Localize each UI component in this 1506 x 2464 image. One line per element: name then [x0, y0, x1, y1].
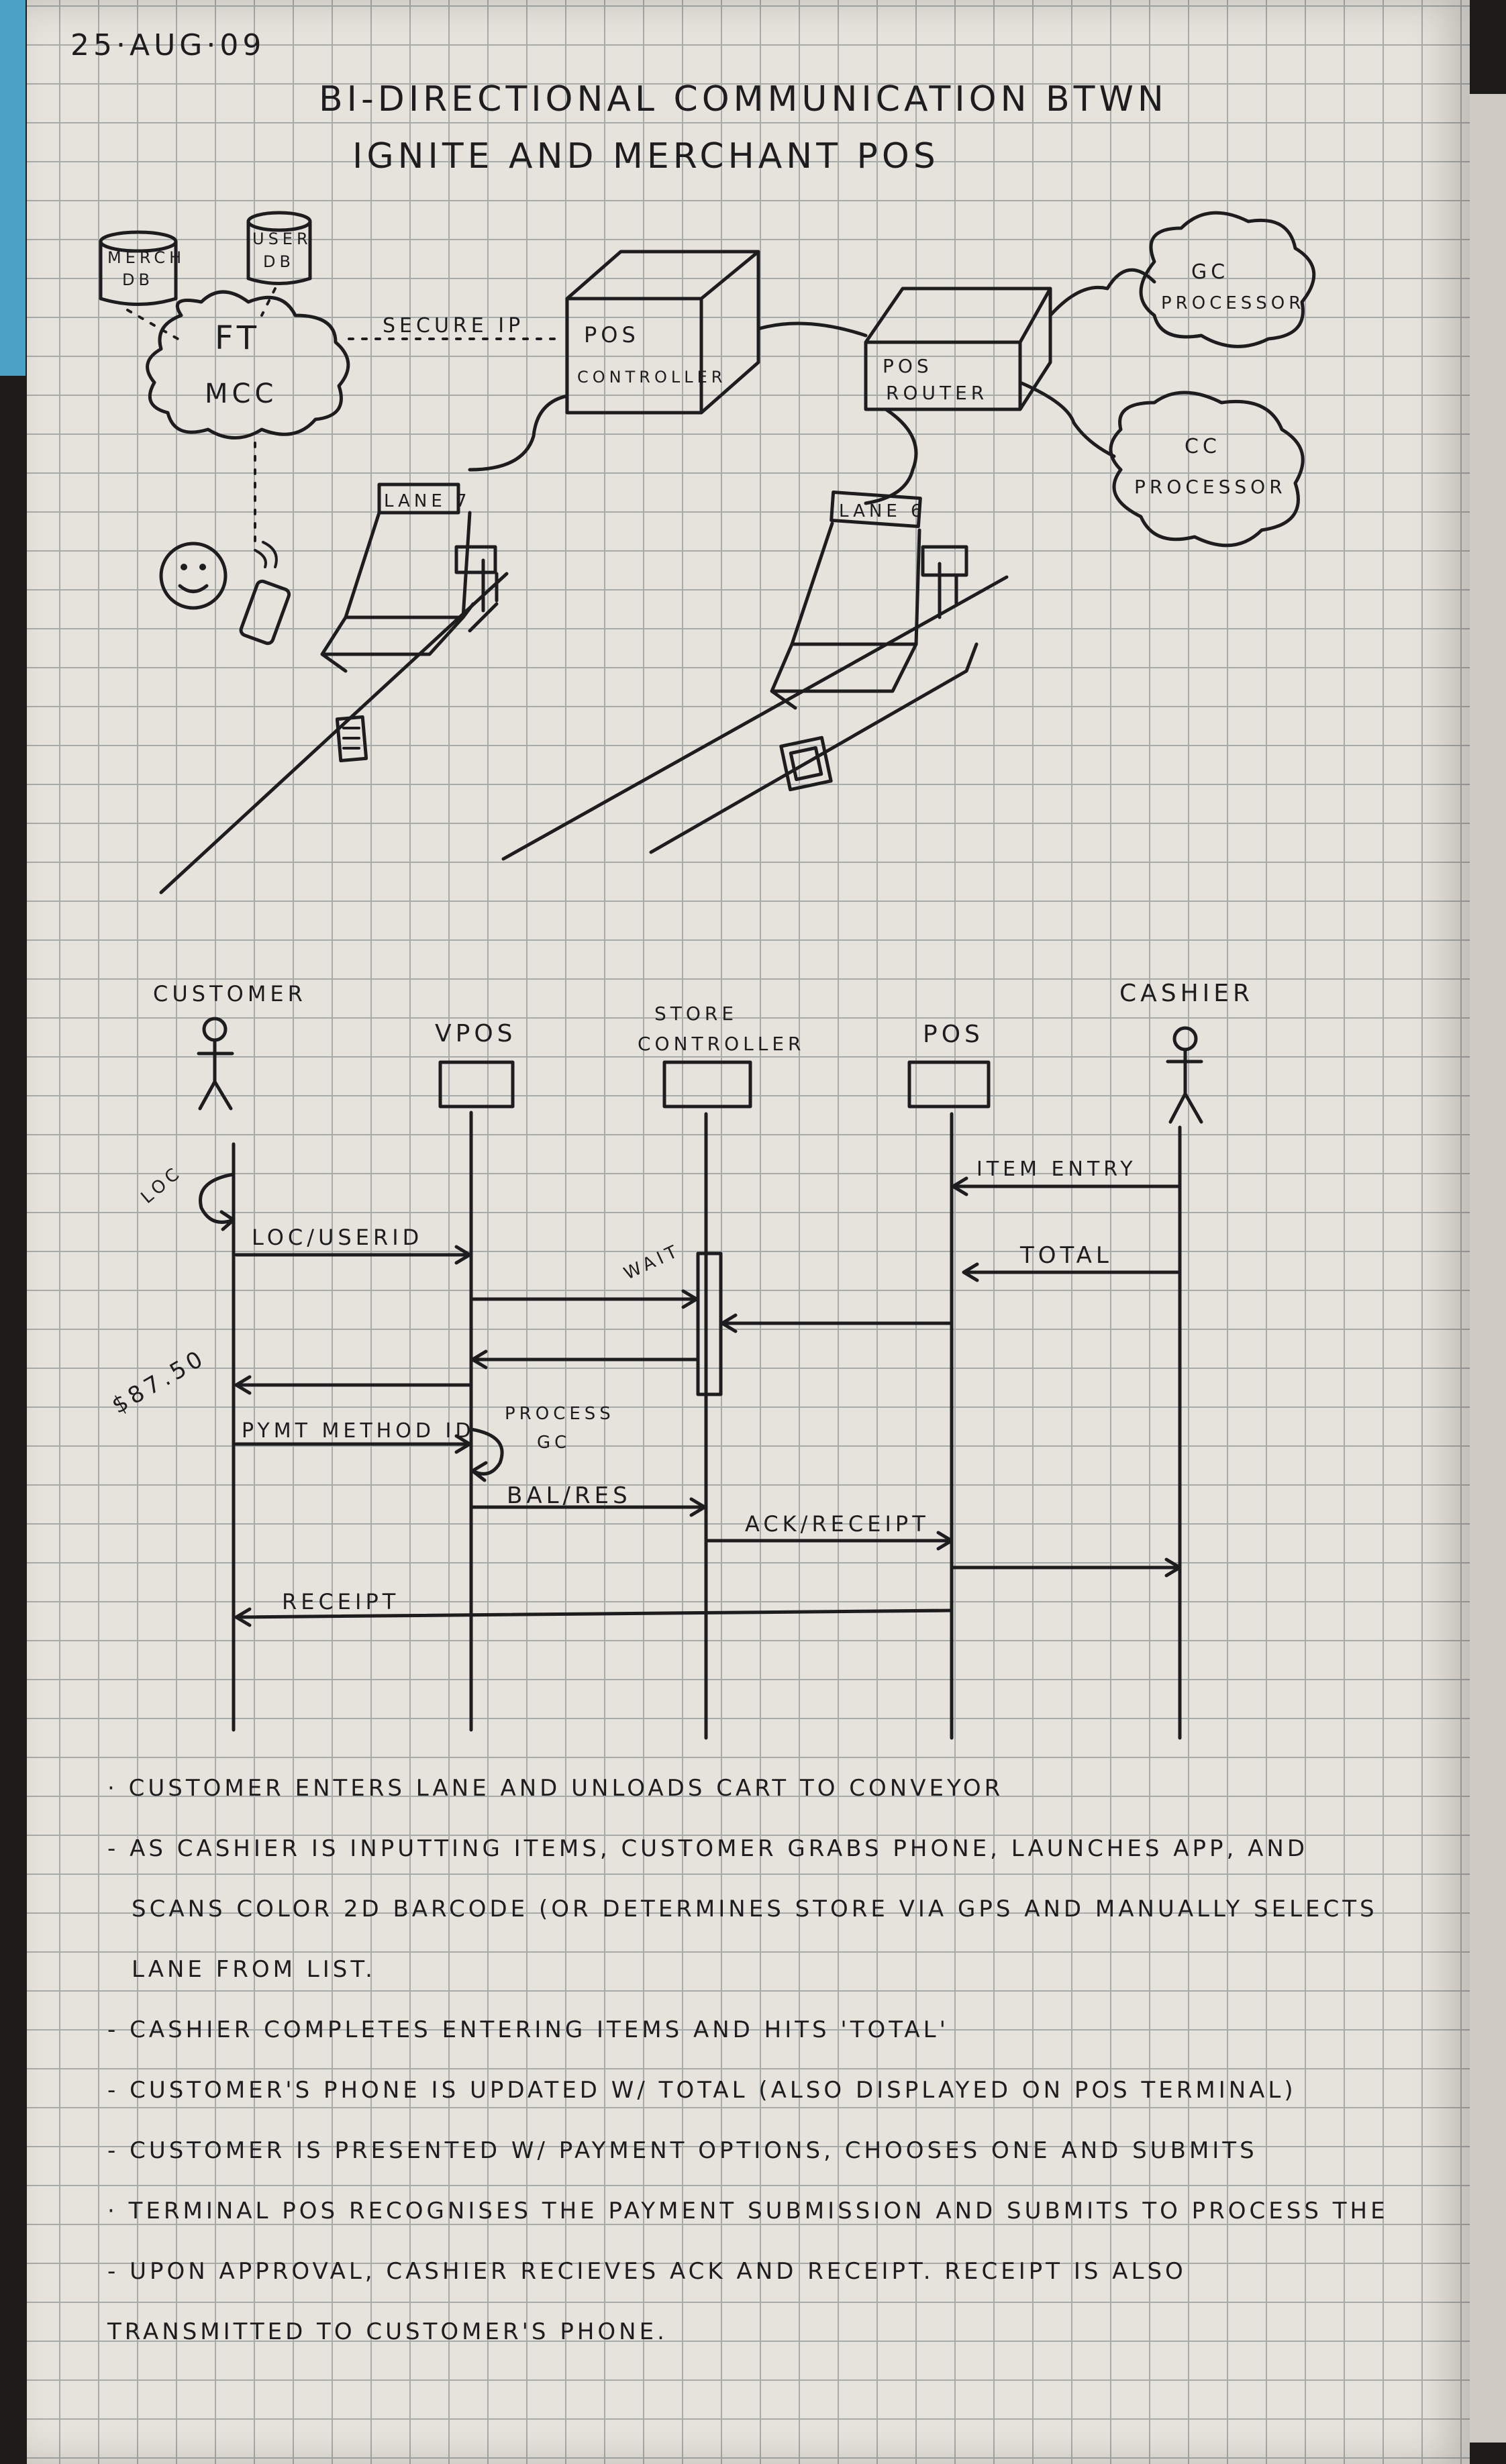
cc-processor-cloud: CC PROCESSOR	[1109, 391, 1305, 548]
msg-receipt: RECEIPT	[282, 1589, 399, 1614]
customer-smiley-icon	[159, 542, 228, 610]
phone-icon	[239, 541, 291, 646]
note-item: - CUSTOMER IS PRESENTED W/ PAYMENT OPTIO…	[107, 2137, 1258, 2164]
msg-process-line1: PROCESS	[505, 1404, 615, 1424]
note-item: LANE FROM LIST.	[132, 1956, 376, 1983]
merch-db: MERCH DB	[99, 230, 185, 306]
actor-store-controller-line1: STORE	[654, 1003, 738, 1025]
pos-controller-line2: CONTROLLER	[577, 368, 726, 387]
lane-6-checkout: LANE 6	[501, 491, 1009, 861]
note-item: SCANS COLOR 2D BARCODE (OR DETERMINES ST…	[132, 1896, 1378, 1922]
note-item: - AS CASHIER IS INPUTTING ITEMS, CUSTOME…	[107, 1835, 1308, 1862]
msg-loc: LOC	[138, 1162, 187, 1208]
actor-cashier-label: CASHIER	[1119, 980, 1254, 1007]
msg-item-entry: ITEM ENTRY	[976, 1158, 1137, 1181]
note-item: · TERMINAL POS RECOGNISES THE PAYMENT SU…	[107, 2198, 1389, 2224]
cashier-stick-figure	[1166, 1026, 1203, 1124]
user-db-line1: USER	[252, 229, 312, 248]
merch-db-line2: DB	[122, 270, 154, 289]
msg-process-line2: GC	[537, 1433, 570, 1453]
actor-customer-label: CUSTOMER	[153, 981, 307, 1007]
gc-processor-cloud: GC PROCESSOR	[1139, 211, 1316, 348]
secure-ip-label: SECURE IP	[383, 314, 524, 338]
vpos-box	[438, 1060, 515, 1109]
facing-page-edge	[1470, 94, 1506, 2443]
lane-7-label: LANE 7	[384, 491, 471, 511]
cc-processor-label: PROCESSOR	[1134, 476, 1287, 498]
msg-amount: $87.50	[107, 1344, 211, 1419]
cloud-ft-label: FT	[215, 319, 260, 357]
loc-self-arrow	[199, 1172, 236, 1231]
page-tab	[0, 0, 26, 376]
pos-box	[907, 1060, 991, 1109]
lane-7-checkout: LANE 7	[159, 482, 509, 894]
msg-wait: WAIT	[621, 1240, 684, 1284]
note-item: - UPON APPROVAL, CASHIER RECIEVES ACK AN…	[107, 2258, 1187, 2285]
user-db: USER DB	[246, 211, 312, 285]
pos-router-line1: POS	[883, 355, 933, 377]
gc-label: GC	[1191, 260, 1229, 284]
msg-bal-res: BAL/RES	[507, 1482, 632, 1509]
msg-total: TOTAL	[1019, 1242, 1113, 1269]
pos-controller-line1: POS	[584, 322, 640, 348]
notebook-page	[27, 0, 1470, 2464]
process-self-arrow	[469, 1427, 504, 1482]
msg-loc-userid: LOC/USERID	[252, 1225, 423, 1250]
customer-stick-figure	[197, 1017, 234, 1111]
title-line-2: IGNITE AND MERCHANT POS	[352, 136, 940, 176]
note-item: · CUSTOMER ENTERS LANE AND UNLOADS CART …	[107, 1775, 1004, 1802]
actor-pos-label: POS	[923, 1021, 984, 1048]
store-controller-box	[662, 1060, 752, 1109]
cloud-mcc-label: MCC	[205, 378, 277, 409]
gc-processor-label: PROCESSOR	[1161, 293, 1305, 313]
activation-bar	[696, 1251, 723, 1396]
msg-pymt-method-id: PYMT METHOD ID	[242, 1419, 474, 1443]
lane-6-label: LANE 6	[839, 501, 926, 521]
pos-controller-box: POS CONTROLLER	[565, 250, 760, 415]
cc-label: CC	[1185, 435, 1221, 458]
msg-ack-receipt: ACK/RECEIPT	[745, 1511, 930, 1537]
actor-vpos-label: VPOS	[435, 1020, 517, 1047]
note-item: - CUSTOMER'S PHONE IS UPDATED W/ TOTAL (…	[107, 2077, 1297, 2104]
actor-store-controller-line2: CONTROLLER	[638, 1033, 805, 1055]
pos-router-box: POS ROUTER	[864, 287, 1052, 411]
pos-router-line2: ROUTER	[886, 382, 988, 404]
user-db-line2: DB	[263, 252, 295, 271]
title-line-1: BI-DIRECTIONAL COMMUNICATION BTWN	[319, 79, 1168, 119]
date-text: 25·AUG·09	[70, 28, 265, 62]
merch-db-line1: MERCH	[107, 248, 185, 267]
notes-list: · CUSTOMER ENTERS LANE AND UNLOADS CART …	[107, 1758, 1423, 2362]
note-item: - CASHIER COMPLETES ENTERING ITEMS AND H…	[107, 2016, 949, 2043]
cloud-ft-mcc: FT MCC	[146, 290, 350, 440]
note-item: TRANSMITTED TO CUSTOMER'S PHONE.	[107, 2318, 668, 2345]
